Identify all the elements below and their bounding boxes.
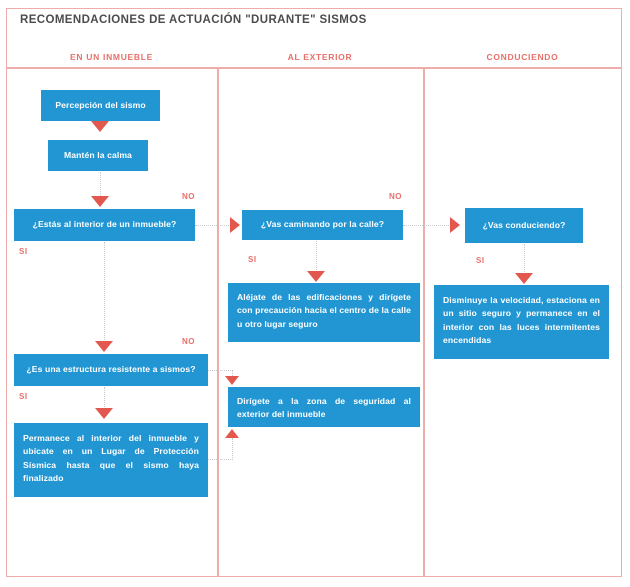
connector-caminando-si-to-alejate — [316, 241, 317, 272]
branch-label-caminando-no: NO — [389, 192, 402, 201]
node-pregunta-vas-caminando: ¿Vas caminando por la calle? — [242, 210, 403, 240]
node-dirigete-zona-seguridad: Dirígete a la zona de seguridad al exter… — [228, 387, 420, 427]
arrow-inmueble-si-to-estructura — [95, 341, 113, 352]
arrow-estructura-no-to-dirigete — [225, 376, 239, 385]
node-label: Percepción del sismo — [55, 99, 146, 110]
connector-inmueble-no-to-caminando — [195, 225, 237, 226]
branch-label-inmueble-si: SI — [19, 247, 28, 256]
connector-estructura-no-horizontal — [208, 370, 233, 371]
connector-manten-to-inmueble — [100, 172, 101, 198]
column-divider-2 — [423, 67, 425, 577]
arrow-conduciendo-si-to-disminuye — [515, 273, 533, 284]
arrow-percepcion-to-manten — [91, 121, 109, 132]
branch-label-estructura-si: SI — [19, 392, 28, 401]
column-header-en-un-inmueble: EN UN INMUEBLE — [70, 52, 153, 62]
page-title: RECOMENDACIONES DE ACTUACIÓN "DURANTE" S… — [20, 14, 367, 26]
node-alejate-de-las-edificaciones: Aléjate de las edificaciones y dirígete … — [228, 283, 420, 342]
node-pregunta-vas-conduciendo: ¿Vas conduciendo? — [465, 208, 583, 243]
column-header-al-exterior: AL EXTERIOR — [287, 52, 353, 62]
node-disminuye-la-velocidad: Disminuye la velocidad, estaciona en un … — [434, 285, 609, 359]
node-manten-la-calma: Mantén la calma — [48, 140, 148, 171]
connector-conduciendo-si-to-disminuye — [524, 244, 525, 274]
node-label: Disminuye la velocidad, estaciona en un … — [443, 295, 600, 345]
arrow-estructura-si-to-permanece — [95, 408, 113, 419]
node-label: ¿Vas caminando por la calle? — [260, 219, 385, 230]
arrow-caminando-si-to-alejate — [307, 271, 325, 282]
node-label: Aléjate de las edificaciones y dirígete … — [237, 292, 411, 329]
arrow-manten-to-inmueble — [91, 196, 109, 207]
column-header-conduciendo: CONDUCIENDO — [486, 52, 559, 62]
node-label: Dirígete a la zona de seguridad al exter… — [237, 396, 411, 420]
branch-label-estructura-no: NO — [182, 337, 195, 346]
node-pregunta-estructura-resistente: ¿Es una estructura resistente a sismos? — [14, 354, 208, 386]
branch-label-conduciendo-si: SI — [476, 256, 485, 265]
node-label: ¿Vas conduciendo? — [482, 219, 566, 230]
header-separator — [6, 67, 622, 69]
node-label: Permanece al interior del inmueble y ubí… — [23, 433, 199, 483]
branch-label-caminando-si: SI — [248, 255, 257, 264]
connector-estructura-no-vertical — [232, 370, 233, 378]
connector-caminando-no-to-conduciendo — [403, 225, 453, 226]
connector-inmueble-si-to-estructura — [104, 242, 105, 342]
node-label: Mantén la calma — [64, 149, 132, 160]
node-label: ¿Estás al interior de un inmueble? — [32, 219, 177, 230]
node-label: ¿Es una estructura resistente a sismos? — [26, 364, 196, 375]
connector-permanece-vertical — [232, 438, 233, 460]
connector-permanece-horizontal — [208, 459, 233, 460]
branch-label-inmueble-no: NO — [182, 192, 195, 201]
node-permanece-al-interior: Permanece al interior del inmueble y ubí… — [14, 423, 208, 497]
arrow-permanece-to-dirigete — [225, 429, 239, 438]
arrow-caminando-no-to-conduciendo — [450, 217, 460, 233]
node-pregunta-estas-al-interior: ¿Estás al interior de un inmueble? — [14, 209, 195, 241]
column-divider-1 — [217, 67, 219, 577]
arrow-inmueble-no-to-caminando — [230, 217, 240, 233]
connector-estructura-si-to-permanece — [104, 387, 105, 409]
node-percepcion-del-sismo: Percepción del sismo — [41, 90, 160, 121]
